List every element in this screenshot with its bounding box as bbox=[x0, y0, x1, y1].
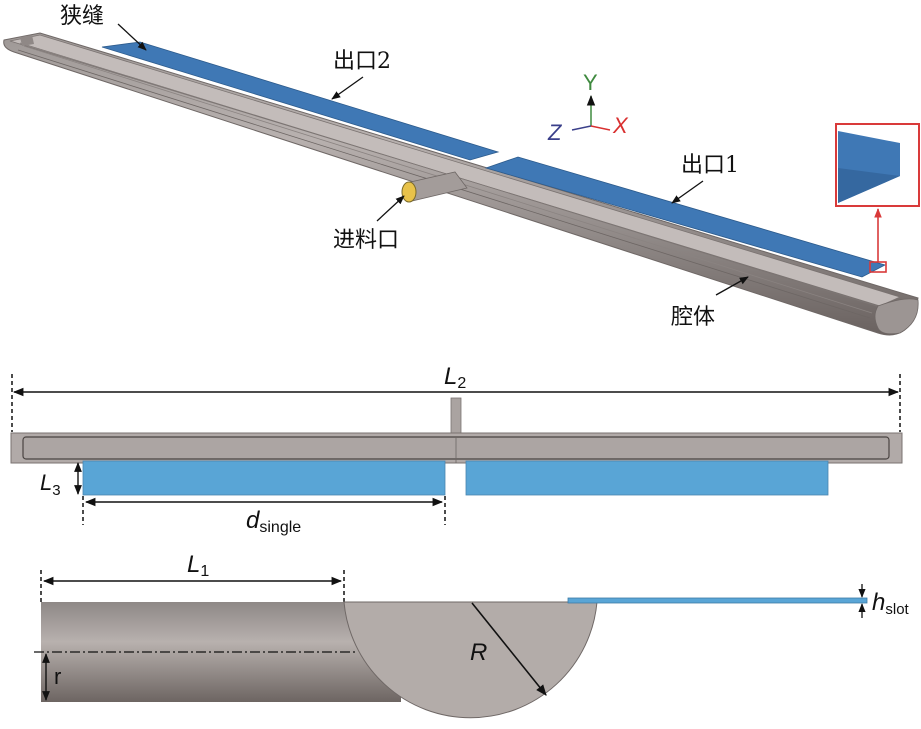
axis-x-label: X bbox=[612, 113, 629, 138]
inlet-face bbox=[401, 181, 417, 203]
slot-plate-right bbox=[484, 156, 887, 278]
label-R: R bbox=[470, 639, 487, 666]
axis-y-label: Y bbox=[583, 70, 598, 95]
outlet1-arrow bbox=[671, 180, 704, 204]
label-L2: L2 bbox=[444, 363, 466, 392]
slot-arrow bbox=[117, 23, 147, 51]
axis-x-arrow bbox=[590, 125, 611, 131]
slot-front-right bbox=[465, 460, 829, 496]
cavity-section-side bbox=[343, 601, 598, 719]
label-h-slot: hslot bbox=[872, 589, 910, 618]
inlet-pipe bbox=[401, 171, 468, 203]
slot-end-inset bbox=[835, 123, 920, 273]
panel-3d-view: 狭缝 出口2 出口1 进料口 腔体 Y Z X bbox=[3, 4, 920, 336]
axis-triad: Y Z X bbox=[547, 70, 629, 145]
axis-z-arrow bbox=[571, 125, 592, 131]
inlet-arrow bbox=[376, 195, 405, 222]
label-r: r bbox=[54, 664, 61, 689]
cavity-arrow bbox=[715, 276, 749, 296]
inlet-stub-front bbox=[450, 397, 462, 435]
panel-side-view: L1 r R hslot bbox=[34, 551, 910, 719]
R-radius-line bbox=[471, 602, 547, 696]
label-L3: L3 bbox=[40, 470, 61, 499]
slot-plate-left bbox=[101, 41, 500, 161]
label-cavity: 腔体 bbox=[671, 305, 715, 330]
label-slot: 狭缝 bbox=[60, 4, 104, 29]
label-outlet2: 出口2 bbox=[333, 49, 391, 74]
label-outlet1: 出口1 bbox=[681, 153, 739, 178]
outlet2-arrow bbox=[331, 76, 364, 100]
panel-front-view: L2 L3 dsingle bbox=[10, 363, 903, 536]
axis-z-label: Z bbox=[547, 120, 563, 145]
label-inlet: 进料口 bbox=[333, 228, 399, 253]
label-d-single: dsingle bbox=[246, 507, 301, 536]
slot-front-left bbox=[82, 460, 446, 496]
slot-side bbox=[567, 597, 868, 604]
label-L1: L1 bbox=[187, 551, 209, 580]
